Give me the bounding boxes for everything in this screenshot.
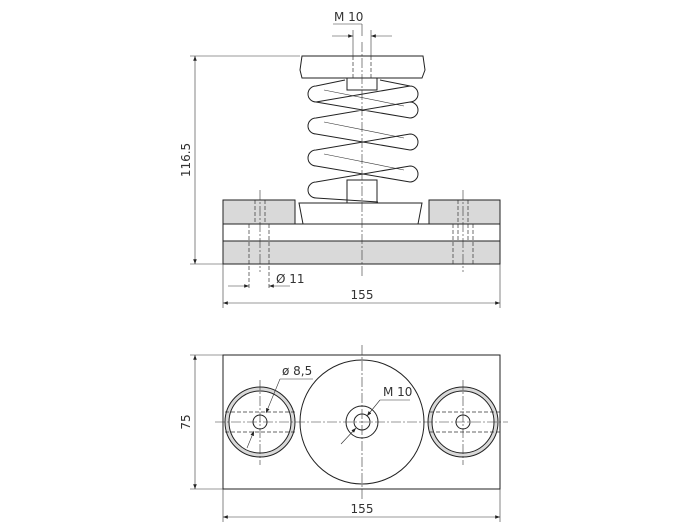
thread-dimension-label: M 10 xyxy=(334,10,363,24)
hidden-holes xyxy=(248,200,474,290)
side-view: M 10 116.5 Ø 11 155 xyxy=(179,10,501,308)
height-dimension-label: 116.5 xyxy=(179,143,193,177)
depth-dimension-label: 75 xyxy=(179,414,193,429)
spring-coil xyxy=(307,79,419,203)
base-plate-middle xyxy=(222,223,501,242)
spring-back-lines xyxy=(323,89,405,171)
hole-dimension-label: Ø 11 xyxy=(276,272,305,286)
top-view: ø 8,5 M 10 75 155 xyxy=(179,345,508,522)
center-thread-label: M 10 xyxy=(383,385,412,399)
lower-cup xyxy=(298,202,423,225)
base-plate-bottom xyxy=(222,240,501,265)
top-cap xyxy=(299,55,426,79)
bolt-hole-dimension-label: ø 8,5 xyxy=(282,364,312,378)
width-dimension-label: 155 xyxy=(351,288,374,302)
left-pad xyxy=(222,199,296,225)
hidden-thread xyxy=(352,56,372,78)
right-pad xyxy=(428,199,501,225)
bottom-width-dimension-label: 155 xyxy=(351,502,374,516)
